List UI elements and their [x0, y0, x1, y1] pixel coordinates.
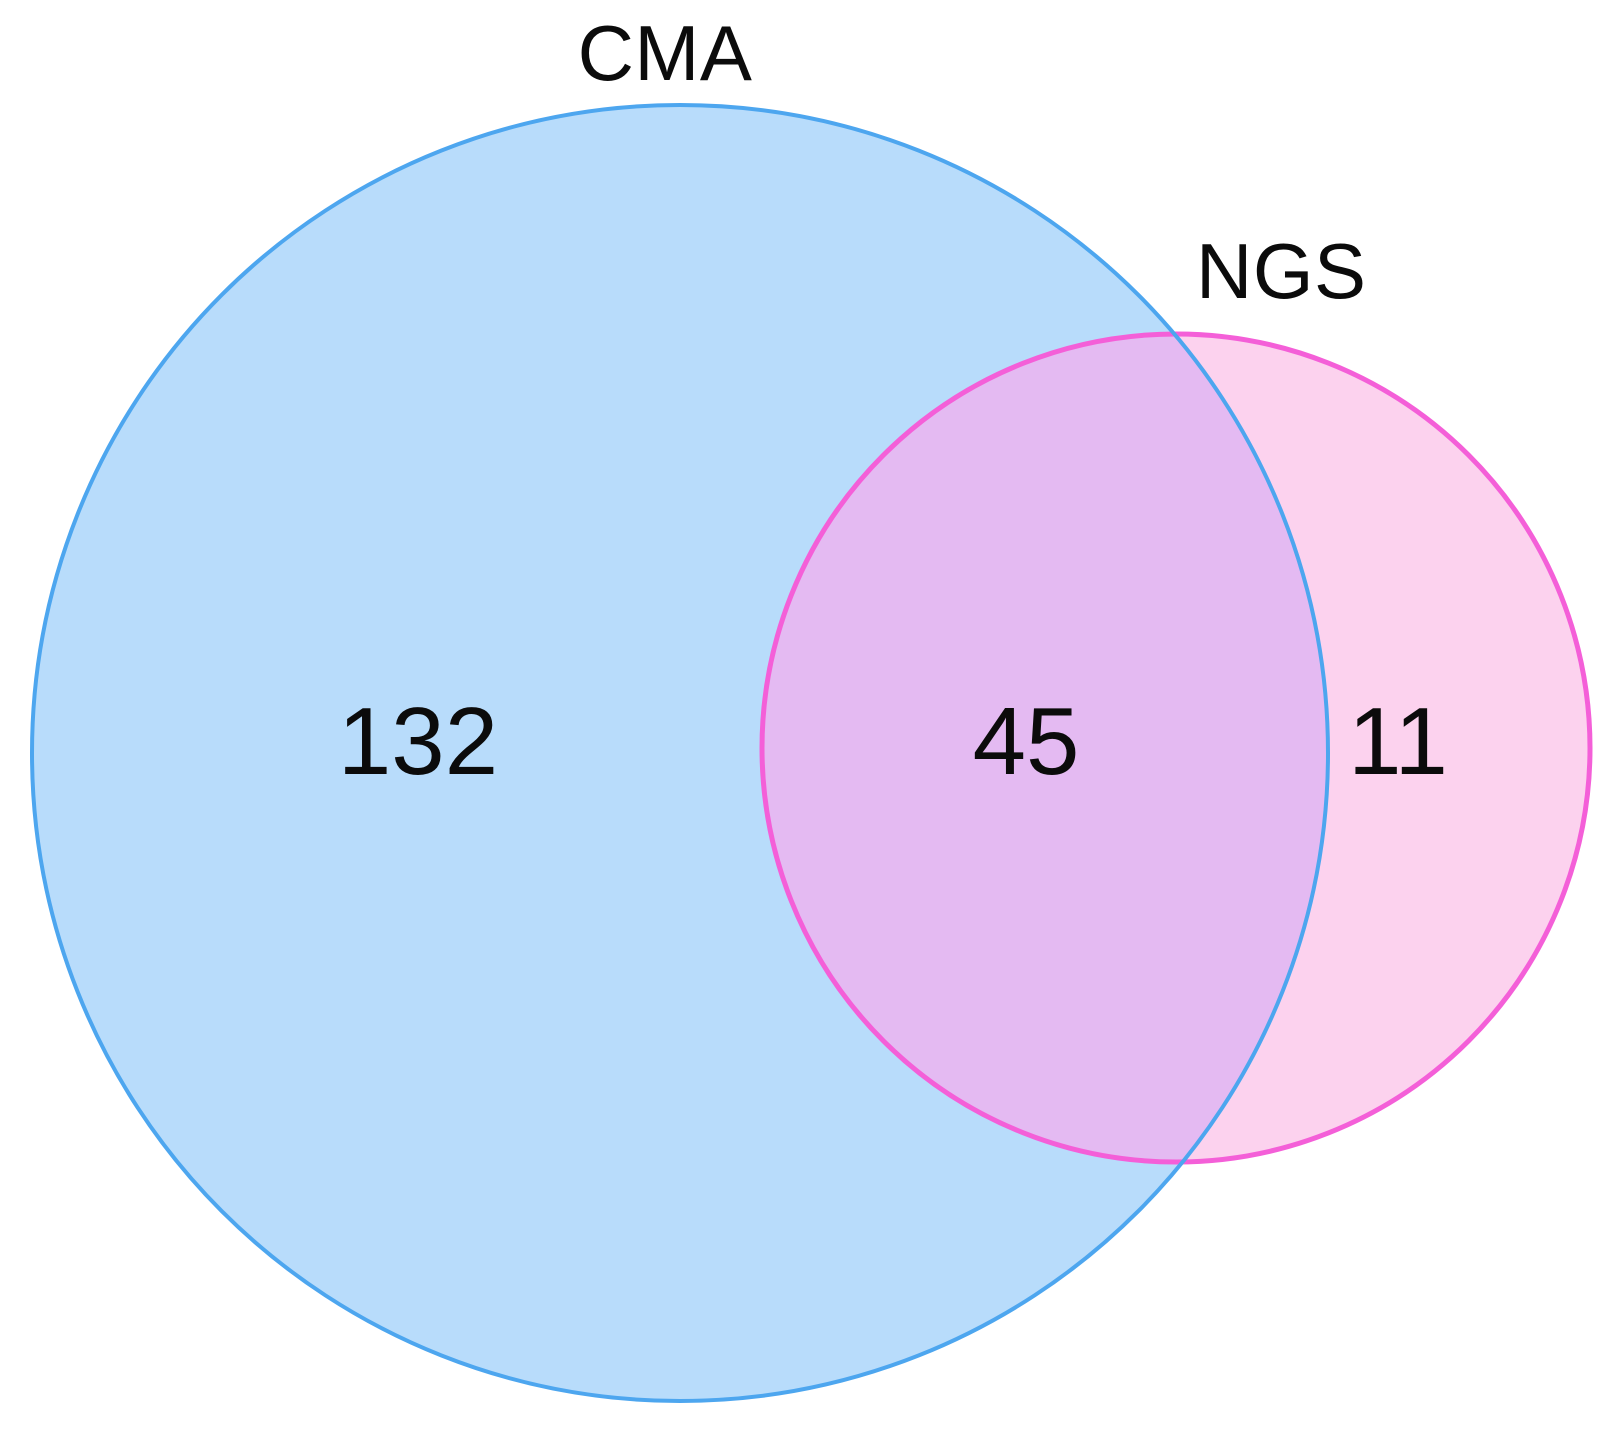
set-label-cma: CMA	[577, 9, 753, 97]
venn-overlap-region	[762, 334, 1328, 1162]
region-count-cma-only: 132	[337, 688, 499, 795]
venn-circle-cma-outline	[30, 103, 1330, 1403]
set-label-ngs: NGS	[1196, 227, 1367, 315]
region-count-intersection: 45	[972, 688, 1080, 795]
region-count-ngs-only: 11	[1348, 688, 1448, 795]
